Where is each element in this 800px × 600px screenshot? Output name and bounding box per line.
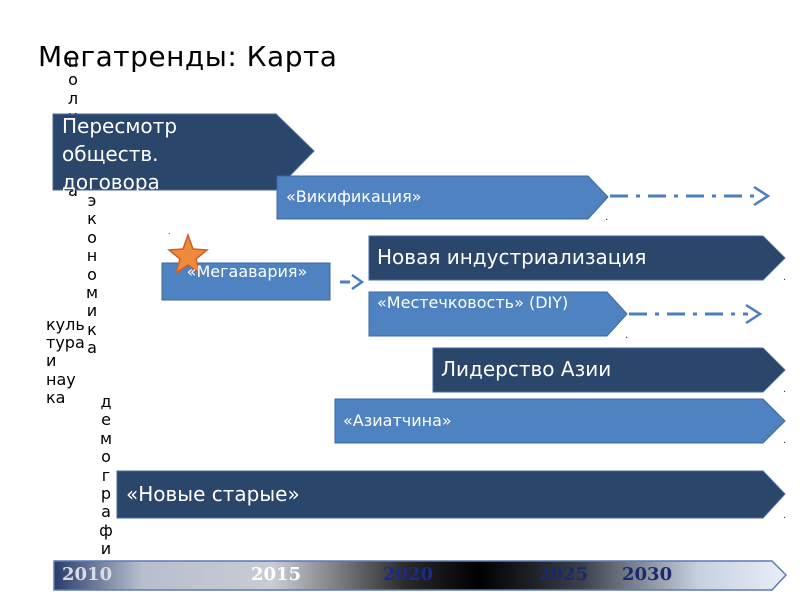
trend-asia-label: Лидерство Азии [441,357,612,381]
trend-asiachina-label: «Азиатчина» [343,411,452,430]
marker-dot: . [783,510,786,521]
trend-local-arrow [368,291,628,337]
economics-letter: о [87,264,97,284]
megacrash-chevron-icon [351,273,365,291]
trend-asia-arrow [432,347,786,393]
culture-line: ка [46,387,66,407]
trend-asiachina-arrow [334,398,786,444]
local-chevron-icon [745,303,763,325]
economics-letter: э [87,191,97,210]
economics-letter: м [85,283,99,303]
economics-letter: к [87,319,97,339]
trend-local-label: «Местечковость» (DIY) [377,293,569,312]
timeline-year: 2015 [251,564,302,585]
trend-newold-label: «Новые старые» [126,482,300,506]
timeline-year: 2020 [383,564,434,585]
marker-dot: . [783,384,786,395]
economics-letter: н [86,246,98,266]
marker-dot: . [783,435,786,446]
economics-letter: к [87,209,97,229]
trend-contract-arrow [52,113,315,191]
marker-dot: . [783,272,786,283]
demography-letter: р [100,484,112,504]
politics-letter: п [67,52,79,71]
trend-newold-arrow [116,470,786,519]
culture-line: тура [46,333,85,353]
trend-industrial-arrow [368,235,786,281]
economics-letter: а [87,338,97,358]
economics-letter: о [87,227,97,247]
trend-megacrash-label: «Мегаавария» [186,262,308,281]
page-title: Мегатренды: Карта [38,40,338,73]
politics-letter: о [68,70,78,90]
culture-line: нау [46,369,76,389]
trend-megacrash-box [161,262,331,301]
trend-contract-label: Пересмотр общеcтв. договора [62,114,178,194]
culture-line: куль [46,315,85,334]
culture-line: и [46,351,57,371]
timeline-year: 2025 [538,564,589,585]
category-culture-science-label: куль тура и нау ка [46,315,85,407]
category-economics-label: э к о н о м и к а [83,191,101,358]
star-icon [167,232,209,275]
demography-letter: д [100,392,112,411]
demography-letter: и [100,539,112,559]
timeline-year: 2030 [622,564,673,585]
demography-letter: м [99,428,113,448]
timeline-arrow [53,560,788,591]
category-demography-label: д е м о г р а ф и [97,392,115,559]
demography-letter: е [101,410,111,430]
marker-dot: . [168,227,171,236]
demography-letter: о [101,447,111,467]
economics-letter: и [86,301,98,321]
politics-letter: л [67,88,79,108]
trend-wiki-label: «Викификация» [286,187,422,206]
marker-dot: . [605,212,608,223]
demography-letter: г [101,465,111,485]
demography-letter: а [101,502,111,522]
wiki-chevron-icon [753,185,771,207]
trend-wiki-arrow [276,175,609,220]
marker-dot: . [625,330,628,341]
timeline-year: 2010 [62,564,113,585]
trend-industrial-label: Новая индустриализация [377,245,647,269]
demography-letter: ф [99,520,113,540]
